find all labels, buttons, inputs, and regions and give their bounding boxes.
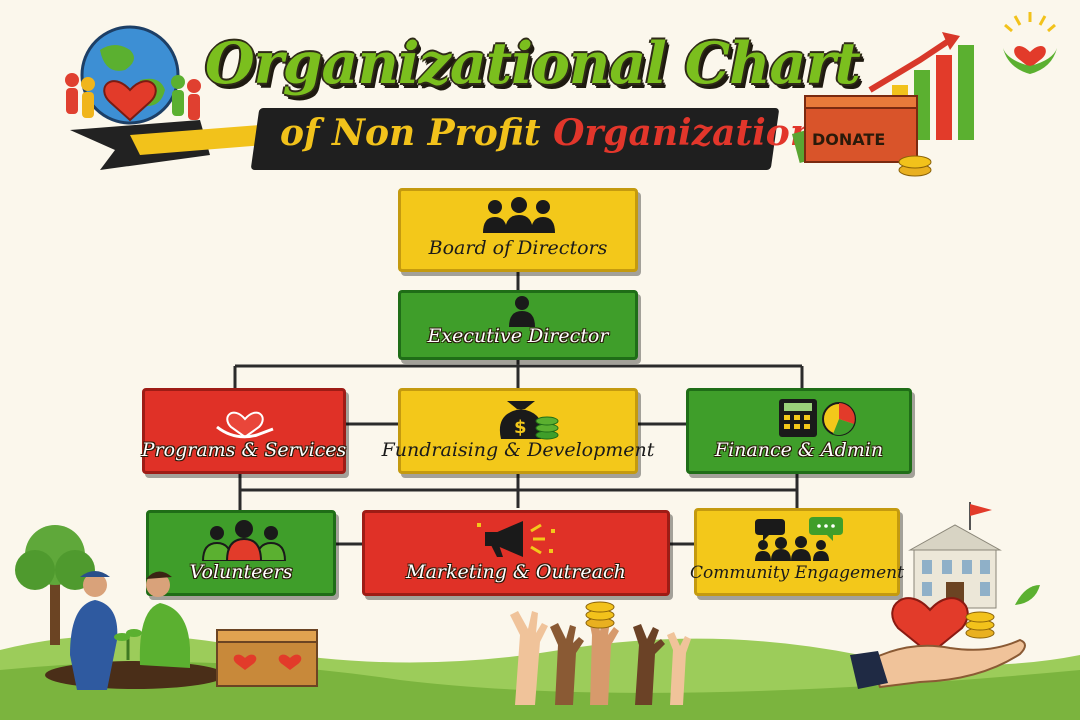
node-fundraising-and-development: $ Fundraising & Development bbox=[382, 388, 654, 474]
chat-people-icon bbox=[755, 517, 843, 561]
node-label: Marketing & Outreach bbox=[406, 561, 626, 583]
svg-text:$: $ bbox=[514, 417, 527, 438]
globe-people-icon bbox=[65, 25, 201, 125]
volunteers-planting-icon bbox=[45, 571, 225, 690]
node-volunteers: Volunteers bbox=[146, 510, 336, 596]
donate-label: DONATE bbox=[812, 130, 886, 149]
page-subtitle: of Non Profit Organization bbox=[280, 112, 816, 162]
heart-hands-logo-icon bbox=[1003, 12, 1057, 74]
raised-hands-icon bbox=[510, 601, 691, 705]
money-bag-icon: $ bbox=[499, 401, 559, 440]
calculator-chart-icon bbox=[779, 399, 856, 437]
giving-hand-heart-icon bbox=[850, 585, 1040, 689]
heart-hand-icon bbox=[216, 411, 274, 439]
node-label: Finance & Admin bbox=[714, 439, 884, 461]
megaphone-icon bbox=[477, 521, 555, 557]
node-board-of-directors: Board of Directors bbox=[398, 188, 638, 272]
group-people-icon bbox=[483, 197, 555, 233]
node-label: Volunteers bbox=[189, 561, 293, 583]
subtitle-part-2: Organization bbox=[553, 112, 816, 154]
node-label: Programs & Services bbox=[141, 439, 347, 461]
ribbon-tails bbox=[70, 120, 265, 170]
node-programs-and-services: Programs & Services bbox=[142, 388, 346, 474]
node-finance-and-admin: Finance & Admin bbox=[686, 388, 912, 474]
node-executive-director: Executive Director bbox=[398, 290, 638, 360]
wooden-crate-icon bbox=[216, 629, 318, 687]
node-marketing-and-outreach: Marketing & Outreach bbox=[362, 510, 670, 596]
donate-box-icon bbox=[791, 95, 932, 177]
node-community-engagement: Community Engagement bbox=[690, 508, 904, 596]
node-label: Board of Directors bbox=[428, 237, 608, 259]
page-title: Organizational Chart bbox=[205, 30, 861, 97]
subtitle-part-1: of Non Profit bbox=[280, 112, 541, 154]
node-label: Executive Director bbox=[427, 325, 609, 347]
person-icon bbox=[509, 296, 535, 327]
node-label: Community Engagement bbox=[690, 563, 904, 583]
node-label: Fundraising & Development bbox=[381, 439, 655, 461]
team-icon bbox=[201, 520, 287, 561]
